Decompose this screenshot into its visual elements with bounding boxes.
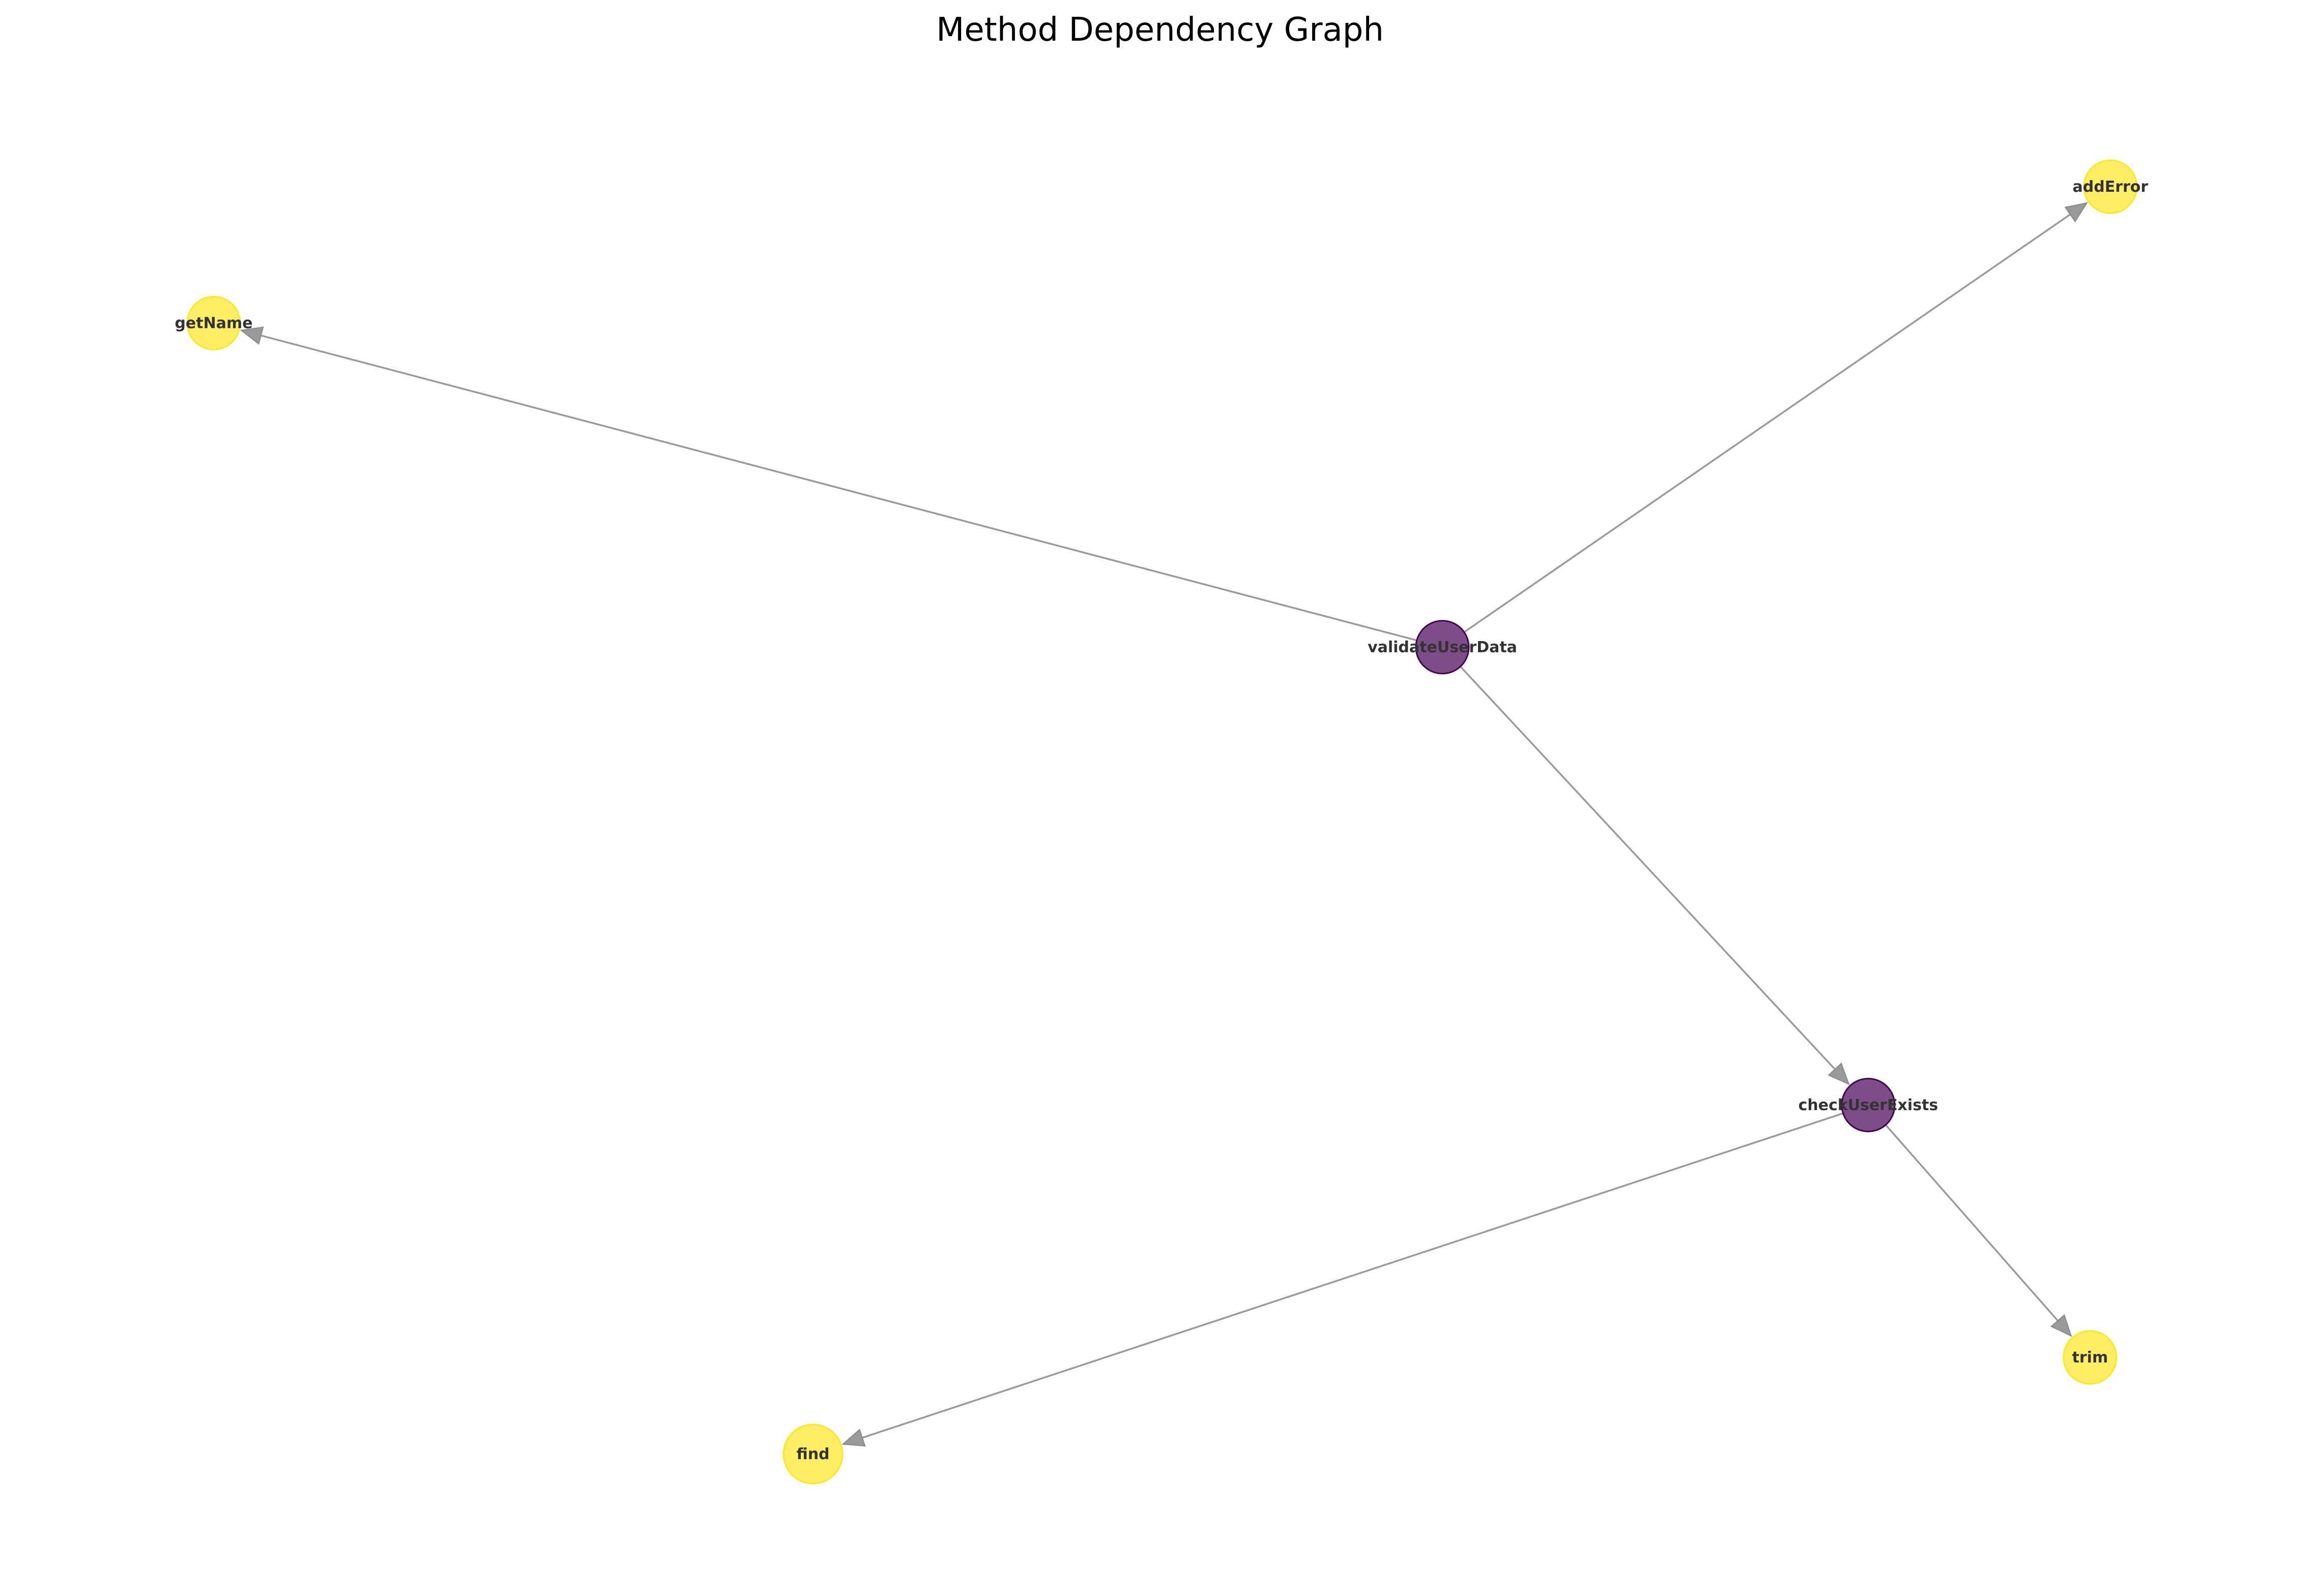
arrowhead-addError [2064, 202, 2088, 223]
node-label-find: find [796, 1445, 829, 1463]
edge-checkUserExists-to-trim [1885, 1124, 2058, 1322]
node-circle-trim [2063, 1330, 2118, 1385]
nodes-layer: validateUserData checkUserExists getName ad… [175, 159, 2149, 1485]
node-checkUserExists: checkUserExists [1799, 1078, 1938, 1133]
edge-validateUserData-to-getName [260, 334, 1417, 642]
arrowhead-trim [2050, 1314, 2072, 1337]
edge-validateUserData-to-addError [1463, 214, 2071, 633]
edges-layer [240, 202, 2088, 1447]
node-circle-validateUserData [1415, 620, 1470, 675]
edge-validateUserData-to-checkUserExists [1460, 665, 1836, 1070]
node-circle-checkUserExists [1841, 1078, 1896, 1133]
node-addError: addError [2073, 159, 2149, 214]
node-getName: getName [175, 296, 253, 351]
node-find: find [782, 1424, 844, 1485]
node-trim: trim [2063, 1330, 2118, 1385]
node-label-getName: getName [175, 314, 252, 332]
node-label-validateUserData: validateUserData [1368, 639, 1517, 656]
edge-checkUserExists-to-find [862, 1112, 1844, 1439]
node-label-addError: addError [2073, 178, 2149, 196]
node-label-checkUserExists: checkUserExists [1799, 1096, 1938, 1114]
node-label-trim: trim [2072, 1349, 2108, 1367]
node-validateUserData: validateUserData [1368, 620, 1517, 675]
node-circle-getName [186, 296, 241, 351]
node-circle-find [782, 1424, 844, 1485]
arrowhead-find [842, 1429, 866, 1447]
node-circle-addError [2083, 159, 2138, 214]
arrowhead-getName [240, 326, 264, 345]
graph-title: Method Dependency Graph [936, 11, 1384, 49]
arrowhead-checkUserExists [1828, 1062, 1850, 1085]
